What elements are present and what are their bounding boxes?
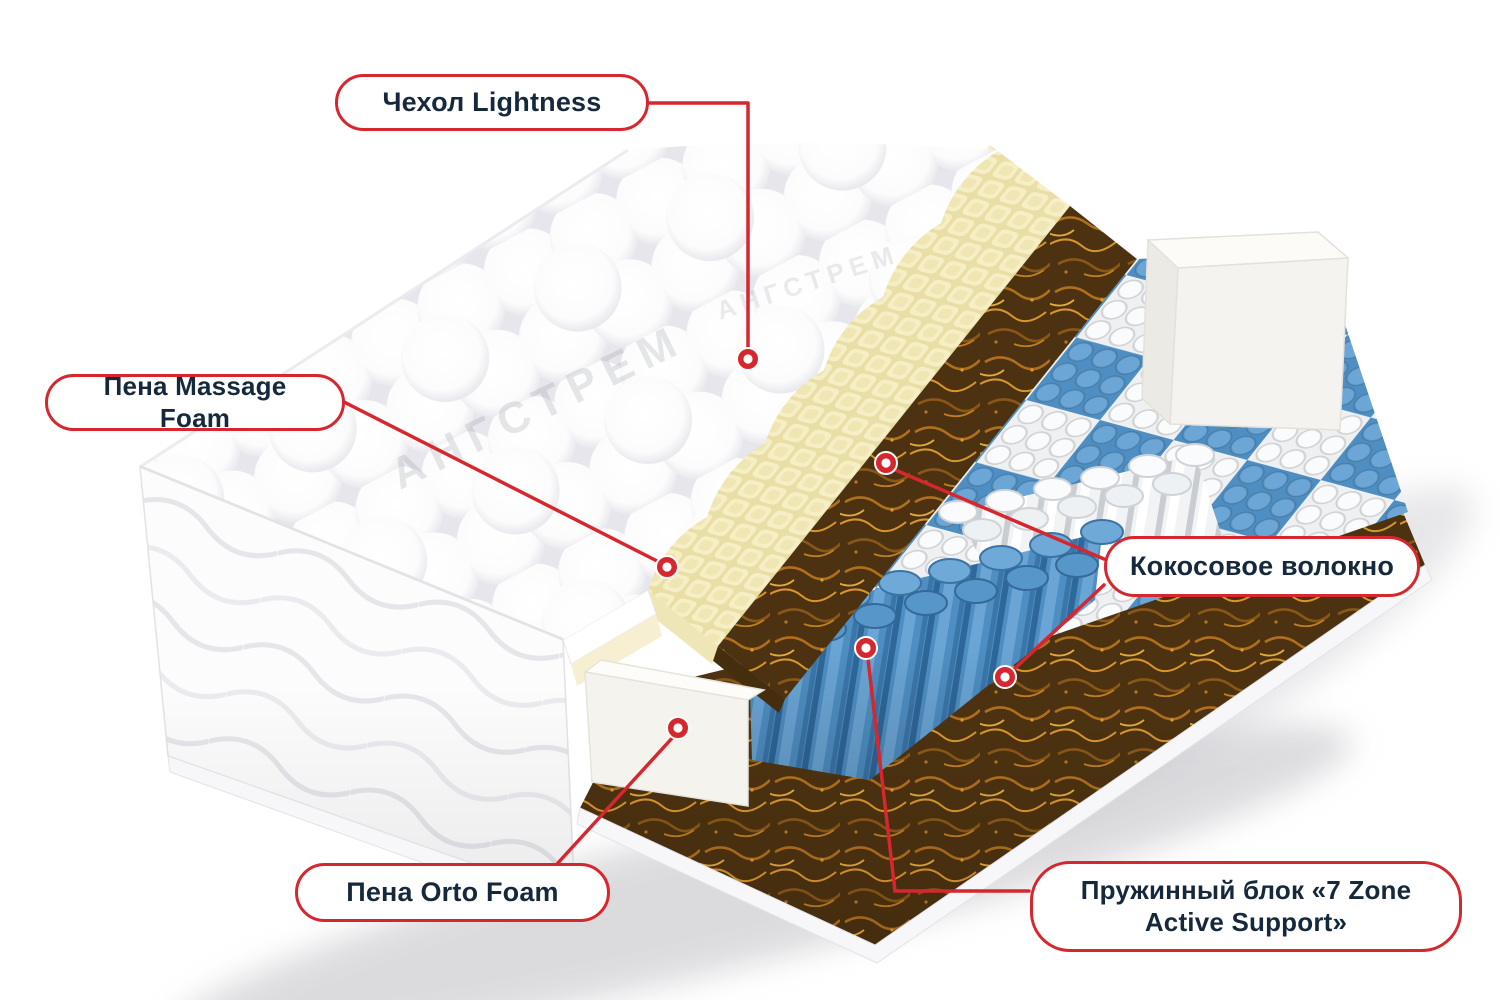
bottom-rim	[576, 564, 1433, 964]
callout-spring-block: Пружинный блок «7 Zone Active Support»	[1030, 861, 1462, 952]
callout-coconut-fiber-label: Кокосовое волокно	[1129, 551, 1395, 582]
callout-coconut-fiber: Кокосовое волокно	[1104, 536, 1420, 597]
callout-cover: Чехол Lightness	[335, 74, 649, 131]
connector-dots	[655, 347, 1017, 740]
connector-dot-orto-foam	[666, 716, 690, 740]
callout-orto-foam-label: Пена Orto Foam	[346, 877, 559, 908]
top-coconut-band	[712, 206, 1137, 713]
connector-coconut-top	[891, 467, 1106, 561]
connector-dot-cover	[736, 347, 760, 371]
connector-dot-massage-foam	[655, 555, 679, 579]
connector-massage-foam	[342, 400, 663, 565]
callout-spring-block-label: Пружинный блок «7 Zone Active Support»	[1080, 874, 1412, 937]
callout-massage-foam: Пена Massage Foam	[45, 370, 345, 433]
orto-foam-block	[583, 659, 767, 807]
connector-dot-coconut-top	[874, 451, 898, 475]
foam-cut-edge	[634, 584, 718, 664]
connector-dot-spring-block	[854, 636, 878, 660]
cover-end-block	[1141, 231, 1350, 431]
callout-connectors	[342, 101, 1106, 893]
connector-spring-block	[866, 657, 1031, 893]
connector-cover	[647, 101, 750, 352]
bottom-coconut-layer	[576, 505, 1433, 964]
connector-coconut-bottom	[1009, 583, 1106, 674]
coconut-cut-edge	[712, 646, 785, 713]
callout-massage-foam-label: Пена Massage Foam	[103, 370, 287, 433]
callout-orto-foam: Пена Orto Foam	[295, 863, 610, 922]
connector-dot-coconut-bottom	[993, 665, 1017, 689]
connector-orto-foam	[555, 734, 676, 866]
callout-cover-label: Чехол Lightness	[382, 87, 602, 118]
massage-foam-layer	[634, 145, 1070, 664]
